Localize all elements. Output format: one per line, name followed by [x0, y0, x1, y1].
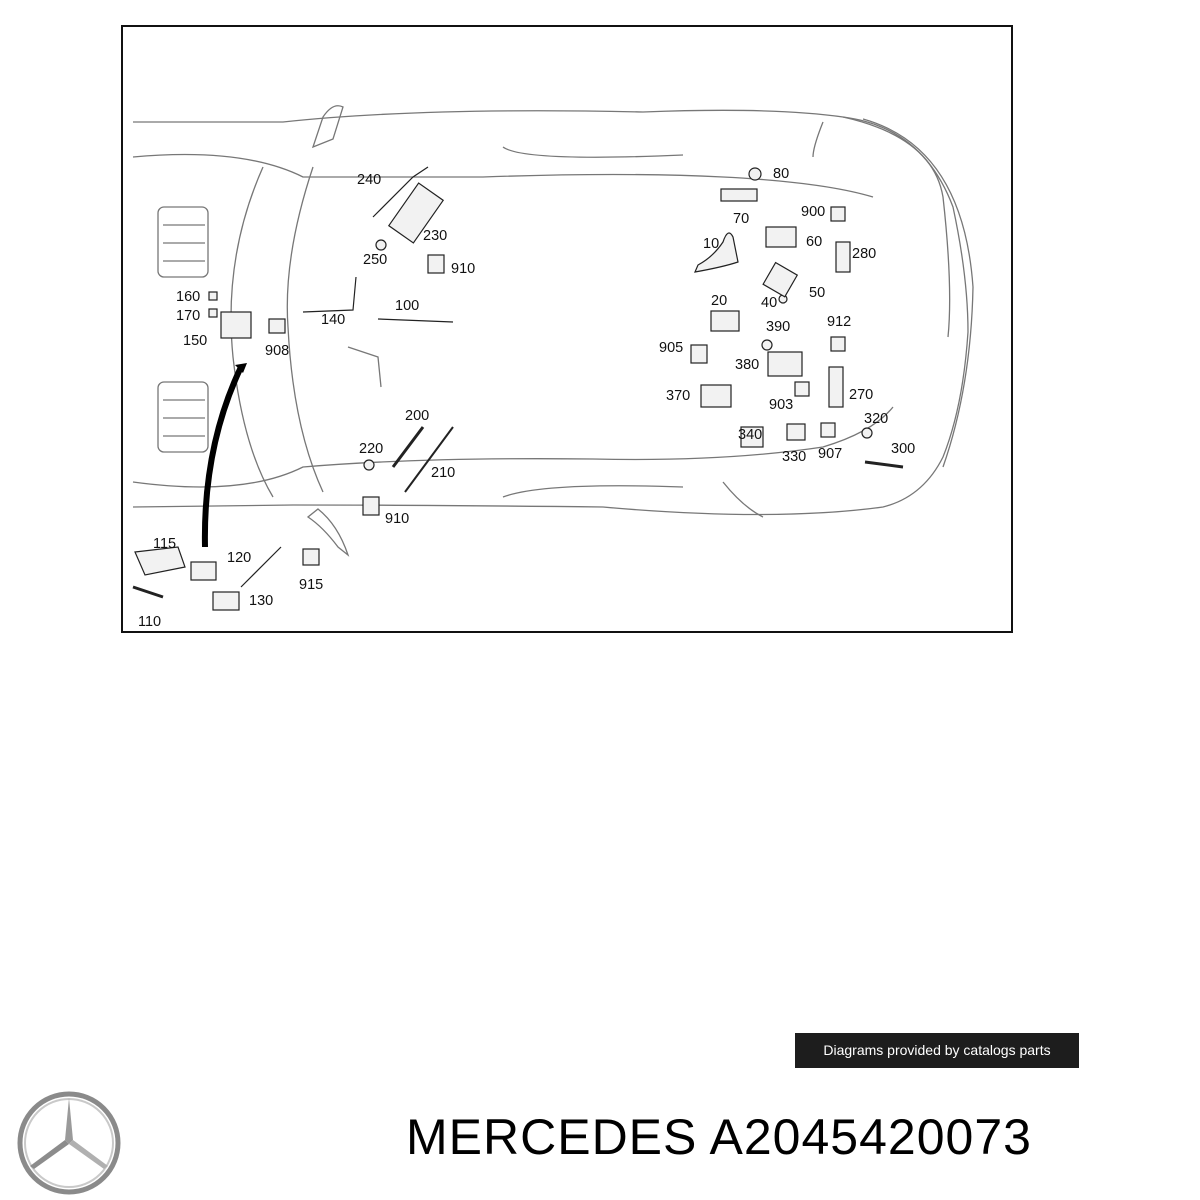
- part-callout-390: 390: [766, 319, 790, 335]
- part-callout-200: 200: [405, 408, 429, 424]
- part-callout-120: 120: [227, 550, 251, 566]
- part-callout-50: 50: [809, 285, 825, 301]
- part-callout-10: 10: [703, 236, 719, 252]
- part-callout-270: 270: [849, 387, 873, 403]
- part-callout-60: 60: [806, 234, 822, 250]
- part-callout-900: 900: [801, 204, 825, 220]
- part-callout-910: 910: [451, 261, 475, 277]
- part-callout-240: 240: [357, 172, 381, 188]
- part-callout-280: 280: [852, 246, 876, 262]
- part-callout-907: 907: [818, 446, 842, 462]
- car-outline-drawing: 240 230 250 910 80 70 900 10 60 280 160 170 150 908 14…: [132, 105, 974, 630]
- part-callout-150: 150: [183, 333, 207, 349]
- part-callout-160: 160: [176, 289, 200, 305]
- part-callout-20: 20: [711, 293, 727, 309]
- part-callout-915: 915: [299, 577, 323, 593]
- part-title: MERCEDES A2045420073: [406, 1108, 1032, 1166]
- part-callout-320: 320: [864, 411, 888, 427]
- part-callout-910: 910: [385, 511, 409, 527]
- part-callout-912: 912: [827, 314, 851, 330]
- part-callout-110: 110: [138, 614, 161, 630]
- part-callout-170: 170: [176, 308, 200, 324]
- watermark-banner: Diagrams provided by catalogs parts: [795, 1033, 1079, 1068]
- part-callout-340: 340: [738, 427, 762, 443]
- part-callout-210: 210: [431, 465, 455, 481]
- part-callout-115: 115: [153, 536, 176, 552]
- part-callout-300: 300: [891, 441, 915, 457]
- part-callout-100: 100: [395, 298, 419, 314]
- part-callout-380: 380: [735, 357, 759, 373]
- part-callout-40: 40: [761, 295, 777, 311]
- part-callout-905: 905: [659, 340, 683, 356]
- part-callout-220: 220: [359, 441, 383, 457]
- part-callout-230: 230: [423, 228, 447, 244]
- parts-diagram: 240 230 250 910 80 70 900 10 60 280 160 170 150 908 14…: [121, 25, 1013, 633]
- part-callout-908: 908: [265, 343, 289, 359]
- part-callout-370: 370: [666, 388, 690, 404]
- part-callout-903: 903: [769, 397, 793, 413]
- part-number: A2045420073: [709, 1109, 1032, 1165]
- mercedes-star-logo: [17, 1091, 121, 1195]
- part-callout-70: 70: [733, 211, 749, 227]
- brand-name: MERCEDES: [406, 1109, 698, 1165]
- part-callout-140: 140: [321, 312, 345, 328]
- part-callout-330: 330: [782, 449, 806, 465]
- part-callout-130: 130: [249, 593, 273, 609]
- part-callout-250: 250: [363, 252, 387, 268]
- part-callout-80: 80: [773, 166, 789, 182]
